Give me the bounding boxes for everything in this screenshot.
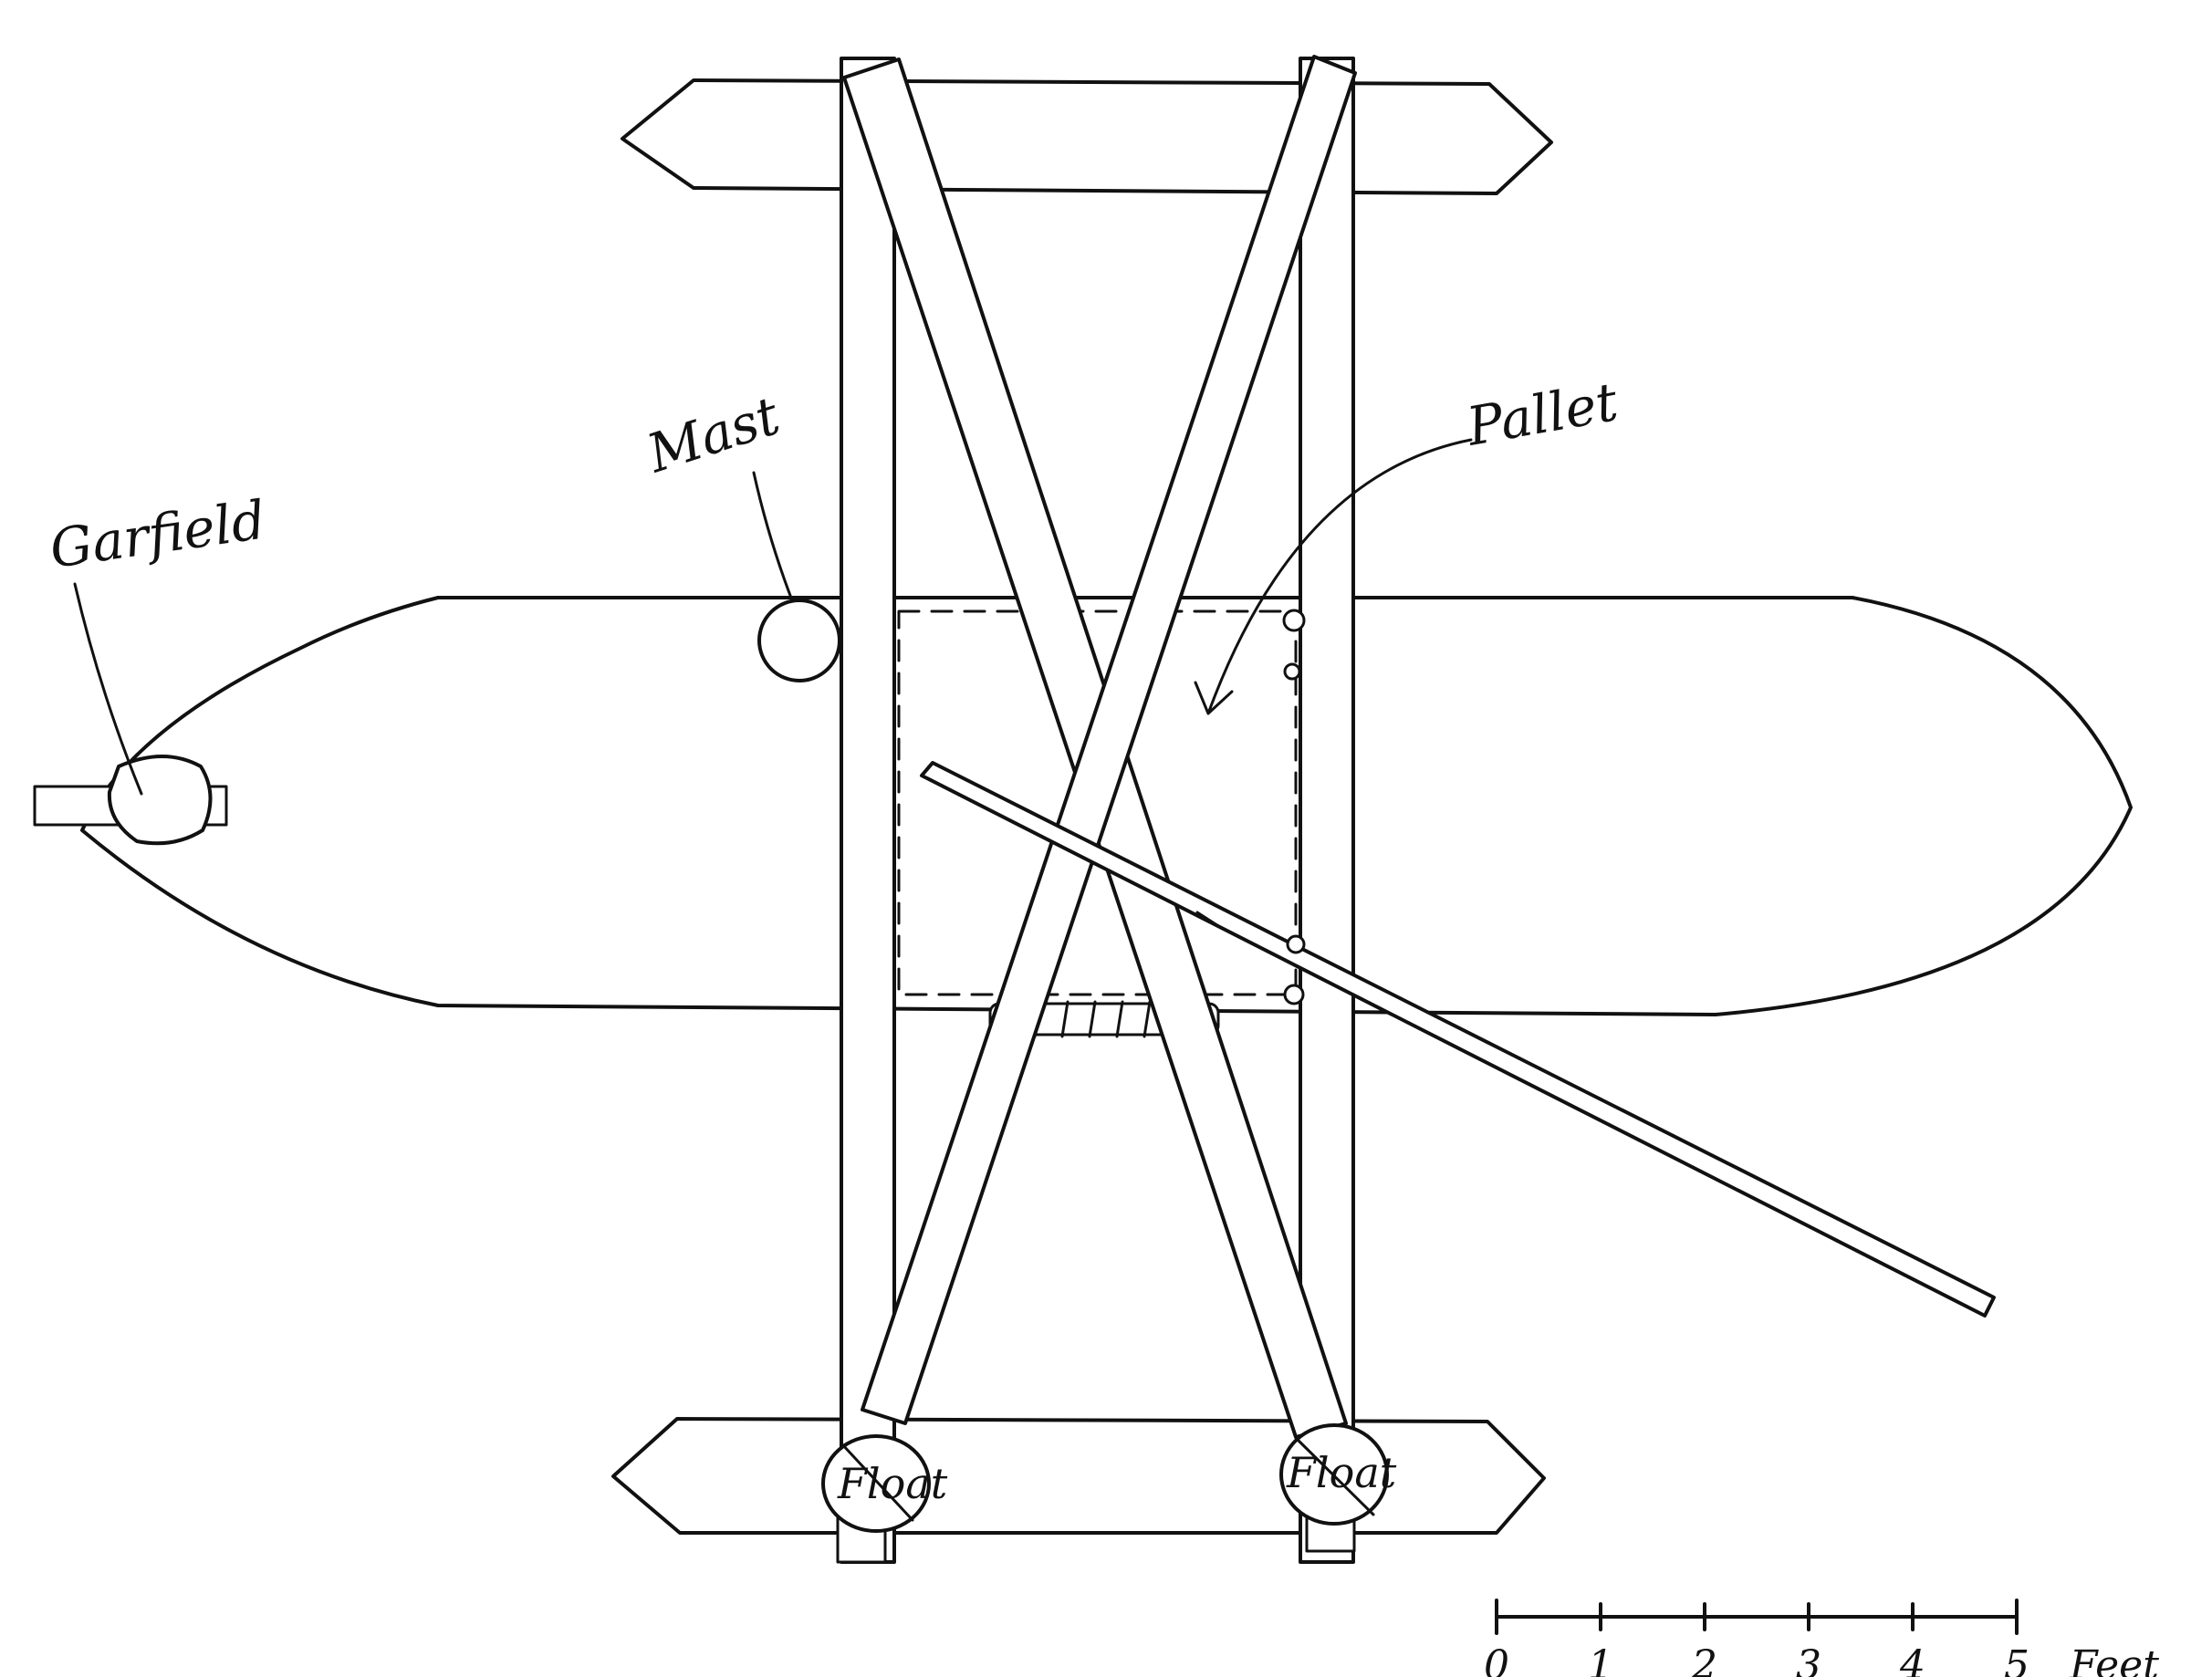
scale-tick-3: 3 — [1796, 1642, 1821, 1677]
scale-unit: Feet — [2069, 1642, 2159, 1677]
scale-tick-5: 5 — [2004, 1642, 2029, 1677]
scale-tick-0: 0 — [1484, 1642, 1509, 1677]
rail-pins — [1282, 609, 1306, 1005]
label-garfield: Garfield — [46, 488, 268, 579]
label-pallet: Pallet — [1462, 370, 1623, 458]
steering-oar — [920, 761, 1996, 1318]
scale-tick-2: 2 — [1691, 1642, 1717, 1677]
label-float-right: Float — [1286, 1448, 1397, 1497]
float-left — [821, 1434, 931, 1564]
pallet-leader-arrow — [1194, 438, 1473, 715]
label-float-left: Float — [837, 1459, 948, 1508]
top-pontoon — [621, 78, 1553, 195]
scale-bar: 0 1 2 3 4 5 Feet — [1484, 1599, 2159, 1677]
scale-tick-4: 4 — [1899, 1642, 1925, 1677]
label-mast: Mast — [639, 384, 787, 485]
float-right — [1279, 1423, 1389, 1553]
diagonal-brace-b — [861, 55, 1357, 1425]
mast-circle — [757, 599, 841, 682]
garfield-head — [107, 755, 213, 846]
scale-tick-1: 1 — [1588, 1642, 1613, 1677]
mast-leader — [752, 471, 794, 602]
bottom-pontoon — [611, 1417, 1546, 1535]
garfield-leader — [73, 582, 143, 796]
oar-collar — [1195, 911, 1225, 931]
